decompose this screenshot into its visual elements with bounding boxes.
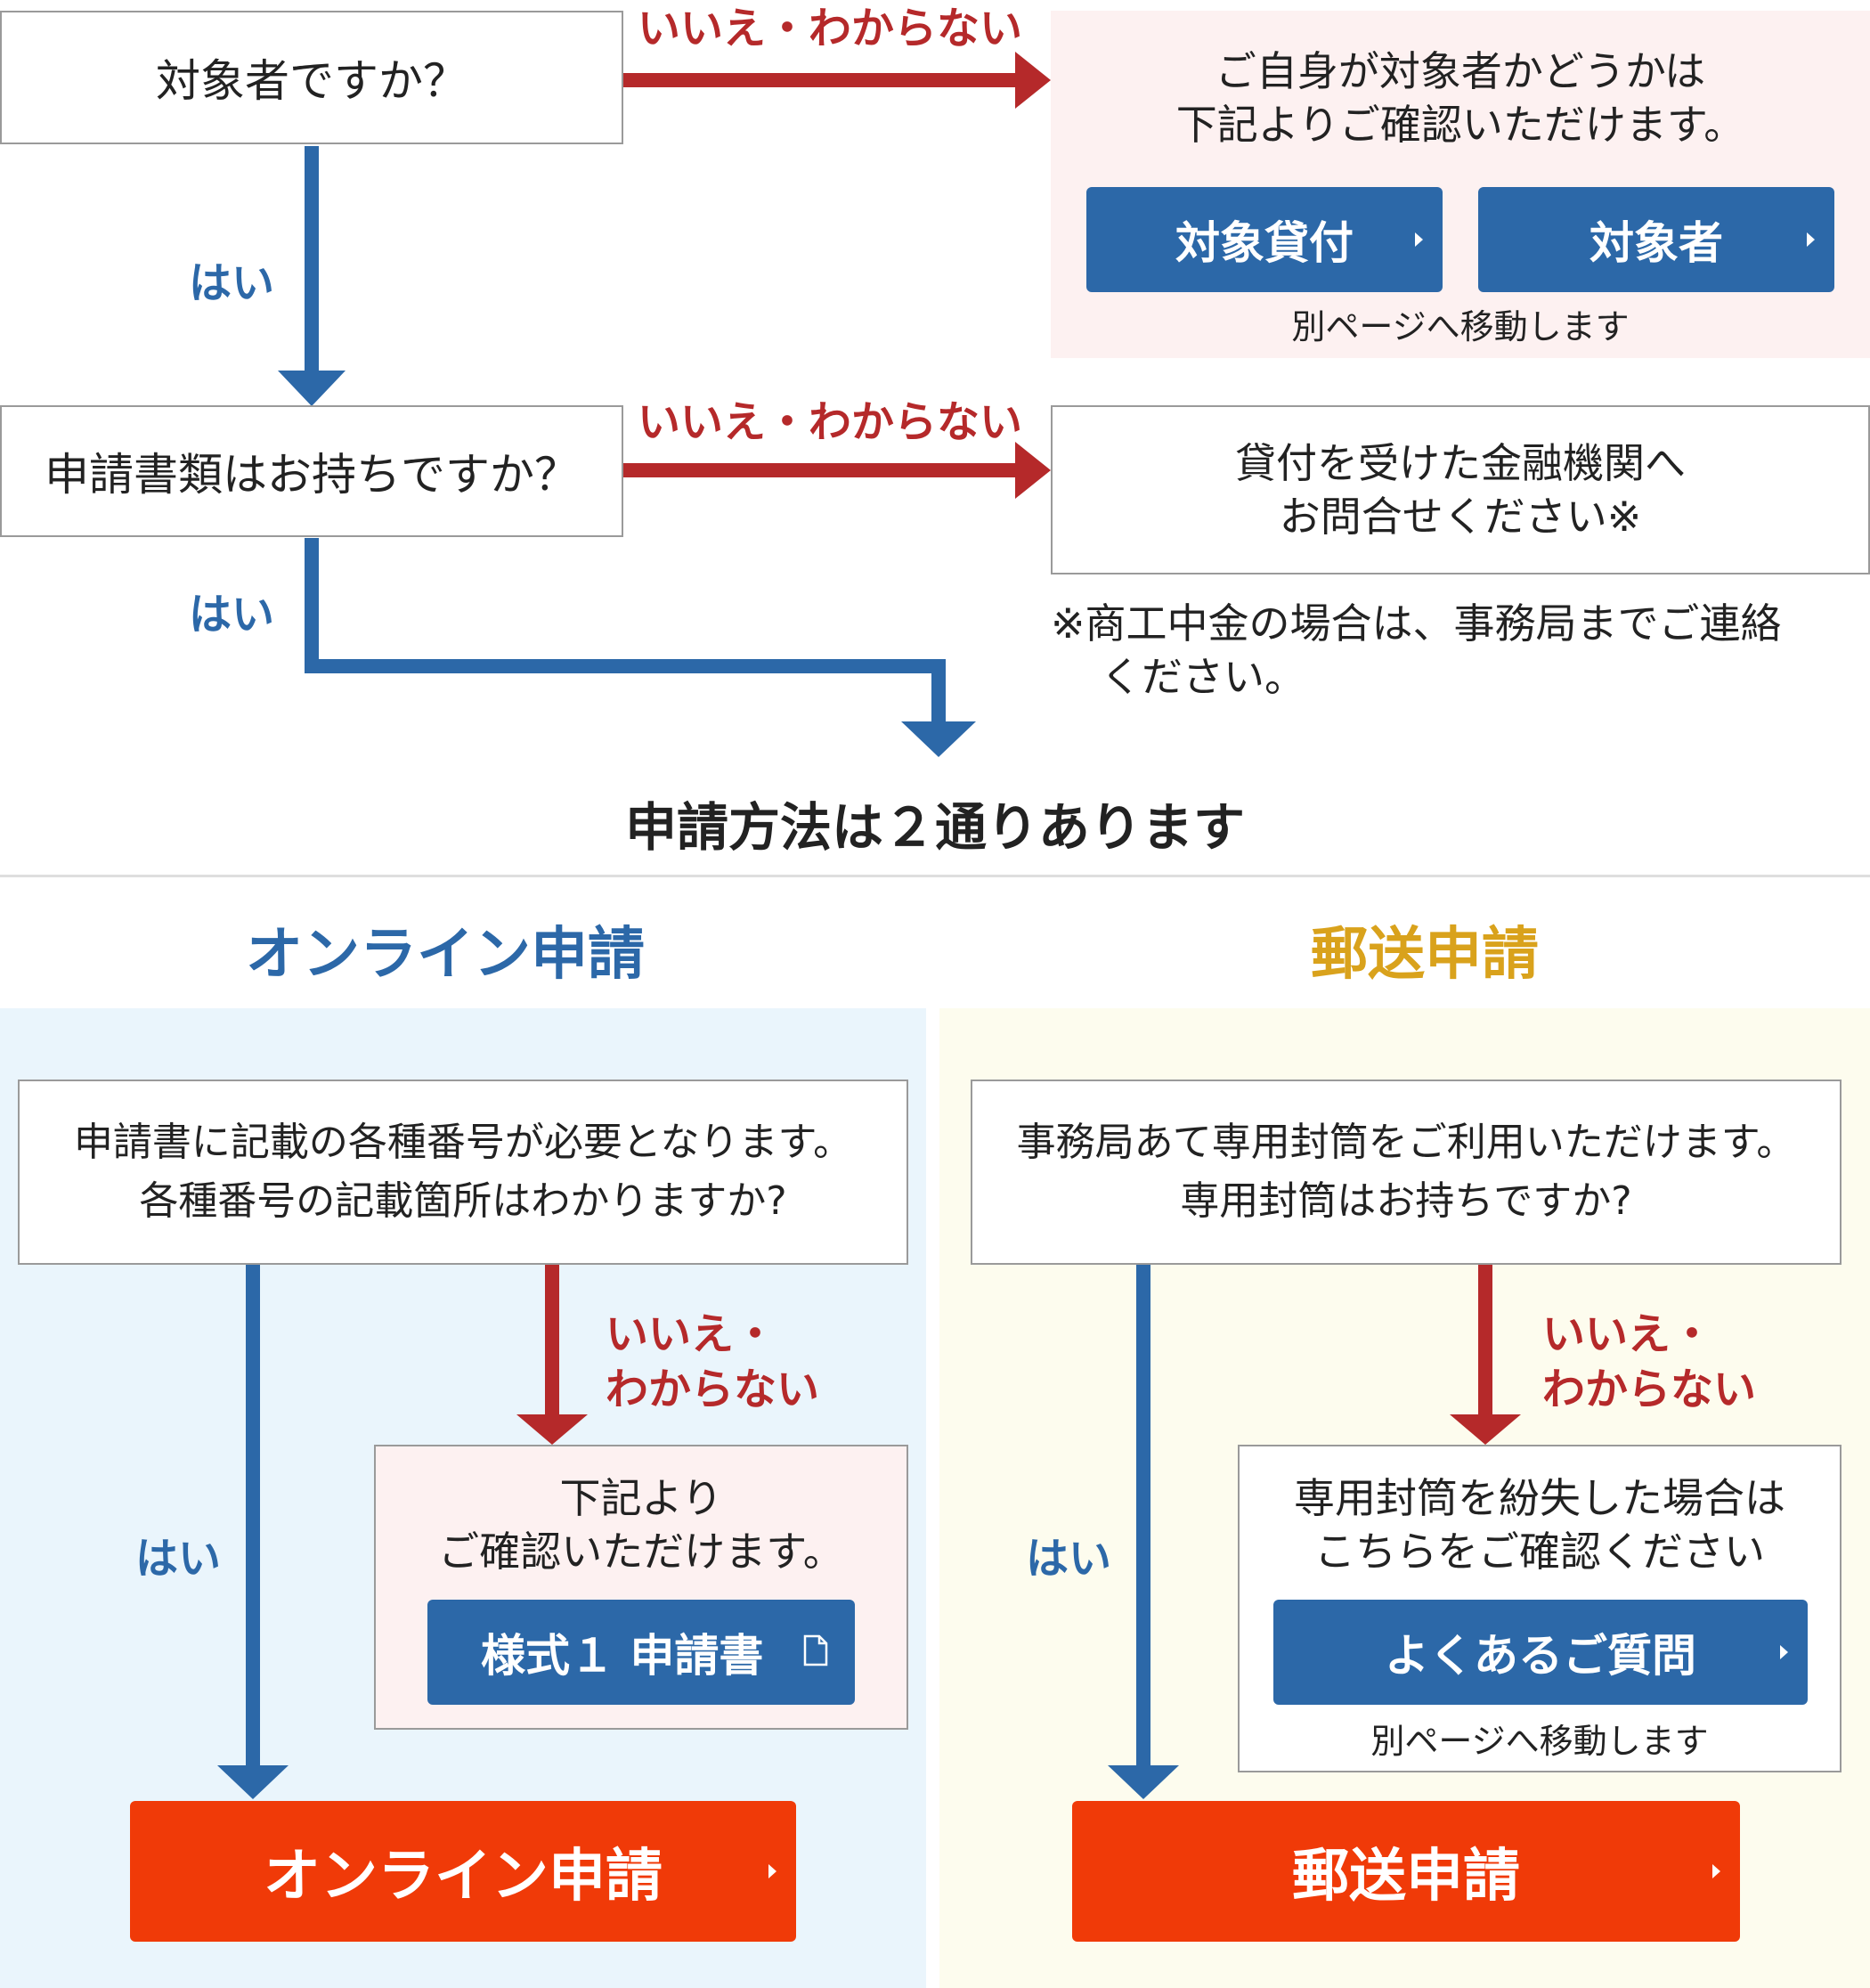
mail-question-line2: 専用封筒はお持ちですか? (1180, 1178, 1632, 1224)
q1-yes-arrow-shaft (305, 146, 319, 373)
mail-heading: 郵送申請 (1311, 922, 1539, 988)
online-apply-button-label: オンライン申請 (264, 1844, 663, 1910)
chevron-right-icon (1415, 232, 1423, 247)
q2-no-arrow-head (1015, 442, 1051, 499)
mail-yes-arrow-head (1108, 1765, 1179, 1799)
chevron-right-icon (1780, 1645, 1788, 1659)
q1-no-arrow-head (1015, 52, 1051, 109)
mail-no-label-line1: いいえ・ (1542, 1309, 1714, 1359)
mail-question-box: 事務局あて専用封筒をご利用いただけます。 専用封筒はお持ちですか? (971, 1080, 1842, 1265)
mail-apply-button[interactable]: 郵送申請 (1072, 1801, 1740, 1942)
info2-line2: お問合せください※ (1279, 493, 1642, 541)
online-no-label-line2: わからない (606, 1365, 820, 1414)
q1-yes-label: はい (188, 258, 274, 308)
chevron-right-icon (768, 1864, 776, 1878)
online-info-line2: ご確認いただけます。 (438, 1528, 844, 1576)
mail-yes-arrow-shaft (1136, 1265, 1150, 1768)
mail-no-arrow-shaft (1478, 1265, 1492, 1416)
q2-yes-arrow-head (901, 721, 976, 757)
online-question-line2: 各種番号の記載箇所はわかりますか? (139, 1178, 787, 1224)
faq-button[interactable]: よくあるご質問 (1273, 1600, 1808, 1705)
q2-yes-arrow-shaft-across (305, 659, 946, 673)
online-yes-arrow-head (217, 1765, 289, 1799)
footnote-line2: ください。 (1101, 653, 1305, 701)
question-eligible-box: 対象者ですか？ (0, 11, 623, 144)
q2-yes-arrow-shaft-down2 (931, 659, 946, 723)
summary-heading: 申請方法は２通りあります (624, 797, 1245, 858)
mail-yes-label: はい (1025, 1534, 1111, 1584)
q2-no-label: いいえ・わからない (637, 397, 1022, 447)
q1-no-arrow-shaft (622, 73, 1015, 87)
mail-no-label-line2: わからない (1542, 1365, 1757, 1414)
mail-info-line2: こちらをご確認ください (1314, 1528, 1765, 1576)
mail-no-arrow-head (1450, 1414, 1521, 1445)
question-eligible: 対象者ですか？ (156, 55, 467, 107)
mail-apply-button-label: 郵送申請 (1292, 1844, 1520, 1910)
online-heading: オンライン申請 (246, 922, 645, 988)
online-question-line1: 申請書に記載の各種番号が必要となります。 (73, 1120, 853, 1165)
info1-line1: ご自身が対象者かどうかは (1215, 47, 1706, 95)
mail-info-line1: 専用封筒を紛失した場合は (1294, 1474, 1785, 1522)
q2-no-arrow-shaft (622, 463, 1015, 477)
target-loans-button-label: 対象貸付 (1175, 217, 1354, 269)
document-icon (803, 1634, 828, 1666)
footnote-line1: ※商工中金の場合は、事務局までご連絡 (1051, 599, 1782, 648)
form1-application-button[interactable]: 様式１ 申請書 (427, 1600, 855, 1705)
q1-yes-arrow-head (278, 371, 346, 406)
online-no-label-line1: いいえ・ (606, 1309, 777, 1359)
target-loans-button[interactable]: 対象貸付 (1086, 187, 1443, 292)
online-no-arrow-shaft (545, 1265, 559, 1416)
faq-button-label: よくあるご質問 (1385, 1630, 1696, 1682)
target-persons-button-label: 対象者 (1590, 217, 1723, 269)
chevron-right-icon (1807, 232, 1815, 247)
online-apply-button[interactable]: オンライン申請 (130, 1801, 796, 1942)
online-yes-arrow-shaft (246, 1265, 260, 1768)
info-panel-pink (1051, 11, 1870, 358)
faq-note: 別ページへ移動します (1370, 1722, 1709, 1761)
q2-yes-arrow-shaft-down (305, 538, 319, 673)
form1-application-button-label: 様式１ 申請書 (481, 1630, 764, 1682)
online-info-line1: 下記より (559, 1474, 723, 1522)
info1-line2: 下記よりご確認いただけます。 (1175, 101, 1745, 149)
section-divider (0, 875, 1870, 877)
question-documents-box: 申請書類はお持ちですか？ (0, 405, 623, 537)
q2-yes-label: はい (188, 590, 274, 640)
online-no-arrow-head (516, 1414, 588, 1445)
info2-line1: 貸付を受けた金融機関へ (1235, 439, 1686, 487)
question-documents: 申請書類はお持ちですか？ (45, 449, 579, 501)
online-question-box: 申請書に記載の各種番号が必要となります。 各種番号の記載箇所はわかりますか? (18, 1080, 908, 1265)
info2-box: 貸付を受けた金融機関へ お問合せください※ (1051, 405, 1870, 574)
online-yes-label: はい (134, 1534, 221, 1584)
chevron-right-icon (1712, 1864, 1720, 1878)
q1-no-label: いいえ・わからない (637, 4, 1022, 53)
target-persons-button[interactable]: 対象者 (1478, 187, 1834, 292)
mail-question-line1: 事務局あて専用封筒をご利用いただけます。 (1016, 1120, 1796, 1165)
blue-arrows (217, 146, 1179, 1799)
red-arrows (516, 52, 1521, 1445)
info1-note: 別ページへ移動します (1291, 307, 1630, 346)
